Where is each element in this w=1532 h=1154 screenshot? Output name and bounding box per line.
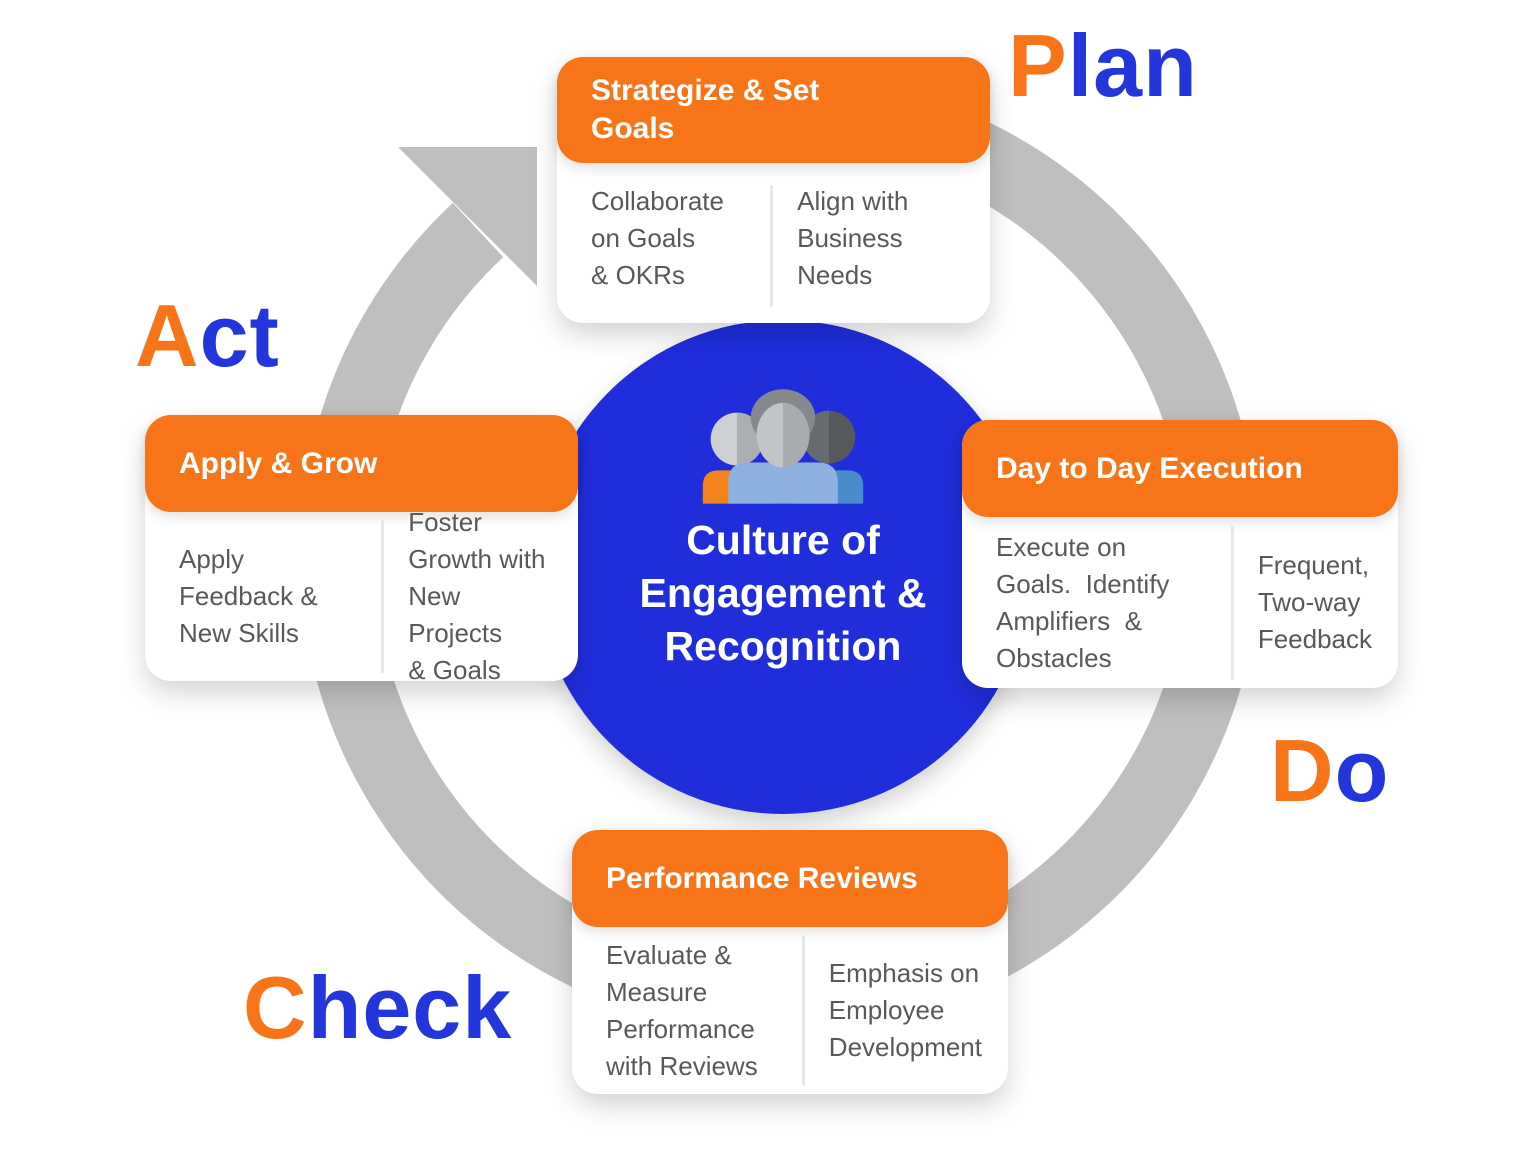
card-body: Evaluate & Measure Performance with Revi… <box>572 927 1008 1094</box>
card-title: Performance Reviews <box>572 830 1008 927</box>
label-plan-initial: P <box>1008 16 1068 115</box>
label-check: Check <box>243 964 512 1052</box>
label-do: Do <box>1270 727 1389 815</box>
person-front-face-shade <box>783 402 810 468</box>
card-title: Strategize & Set Goals <box>557 57 990 163</box>
label-act-rest: ct <box>199 286 280 385</box>
card-body: Execute on Goals. Identify Amplifiers & … <box>962 517 1398 688</box>
card-body: Collaborate on Goals & OKRs Align with B… <box>557 163 990 323</box>
card-divider <box>770 185 774 307</box>
card-text-right: Emphasis on Employee Development <box>828 958 982 1062</box>
card-text-left: Evaluate & Measure Performance with Revi… <box>606 939 758 1081</box>
label-do-initial: D <box>1270 721 1335 820</box>
label-plan: Plan <box>1008 22 1198 110</box>
label-act-initial: A <box>135 286 200 385</box>
card-divider <box>381 520 385 673</box>
card-title: Day to Day Execution <box>962 420 1398 517</box>
card-apply-and-grow: Apply & Grow Apply Feedback & New Skills… <box>145 415 578 685</box>
label-plan-rest: lan <box>1067 16 1198 115</box>
label-act: Act <box>135 292 280 380</box>
card-text-left: Collaborate on Goals & OKRs <box>591 186 724 290</box>
card-performance-reviews: Performance Reviews Evaluate & Measure P… <box>572 830 1008 1094</box>
arrowhead-icon <box>398 147 537 286</box>
label-do-rest: o <box>1334 721 1390 820</box>
label-check-rest: heck <box>307 958 513 1057</box>
label-check-initial: C <box>243 958 308 1057</box>
card-text-left: Apply Feedback & New Skills <box>179 544 318 648</box>
card-text-right: Foster Growth with New Projects & Goals <box>408 507 546 685</box>
card-divider <box>802 935 805 1086</box>
card-strategize-set-goals: Strategize & Set Goals Collaborate on Go… <box>557 57 990 323</box>
card-title: Apply & Grow <box>145 415 578 512</box>
card-divider <box>1230 525 1234 680</box>
card-text-right: Align with Business Needs <box>797 186 909 290</box>
card-text-right: Frequent, Two-way Feedback <box>1257 550 1372 654</box>
card-day-to-day-execution: Day to Day Execution Execute on Goals. I… <box>962 420 1398 688</box>
hub-title: Culture of Engagement & Recognition <box>639 517 927 669</box>
card-body: Apply Feedback & New Skills Foster Growt… <box>145 507 578 685</box>
card-text-left: Execute on Goals. Identify Amplifiers & … <box>996 531 1170 673</box>
hub-circle: Culture of Engagement & Recognition <box>536 320 1030 814</box>
team-icon <box>702 389 864 504</box>
person-front-body <box>728 462 838 504</box>
